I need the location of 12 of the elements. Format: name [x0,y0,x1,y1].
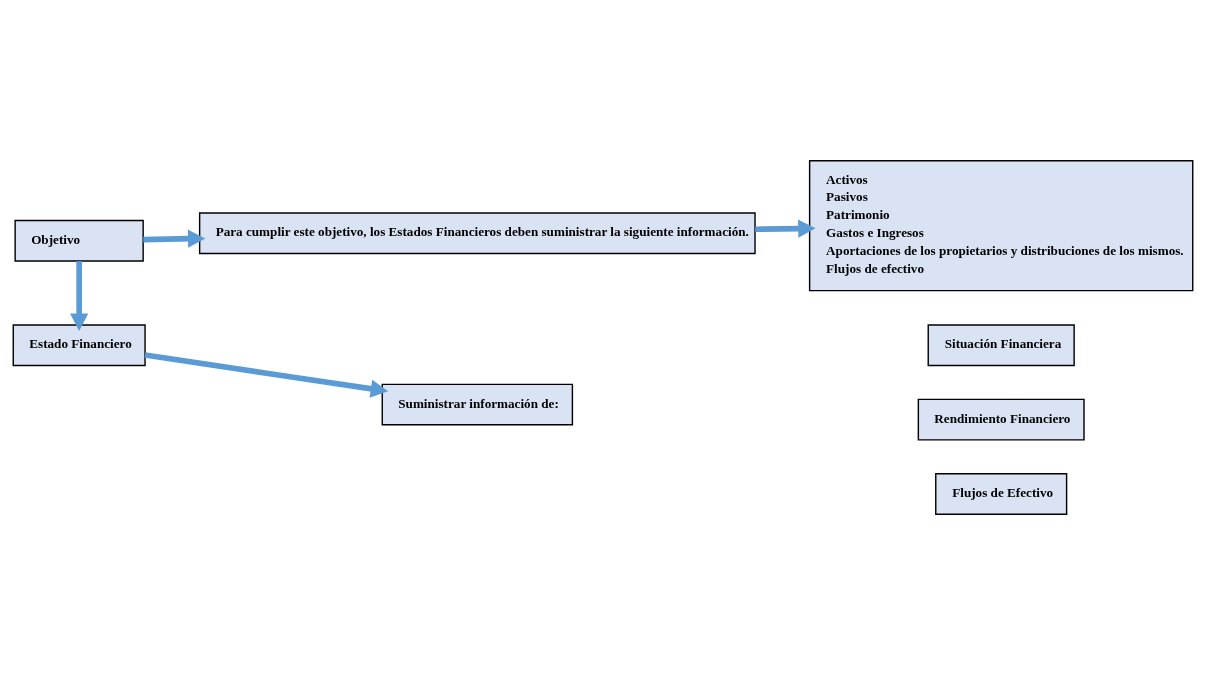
node-box: Activos Pasivos Patrimonio Gastos e Ingresos Aportaciones de los propietarios y distribuciones de los mismos. Flujos de efectivo [808,159,1194,291]
node-box: Situación Financiera [927,323,1075,366]
node-box: Estado Financiero [12,323,146,366]
node-box: Rendimiento Financiero [917,398,1085,441]
node-box: Objetivo [14,219,144,262]
arrow [70,260,89,331]
arrow [143,229,206,248]
arrow [144,351,389,398]
node-box: Suministrar información de: [381,383,574,425]
node-box: Flujos de Efectivo [935,472,1068,515]
node-box: Para cumplir este objetivo, los Estados Financieros deben suministrar la siguiente información. [198,211,756,254]
arrow [755,219,816,238]
